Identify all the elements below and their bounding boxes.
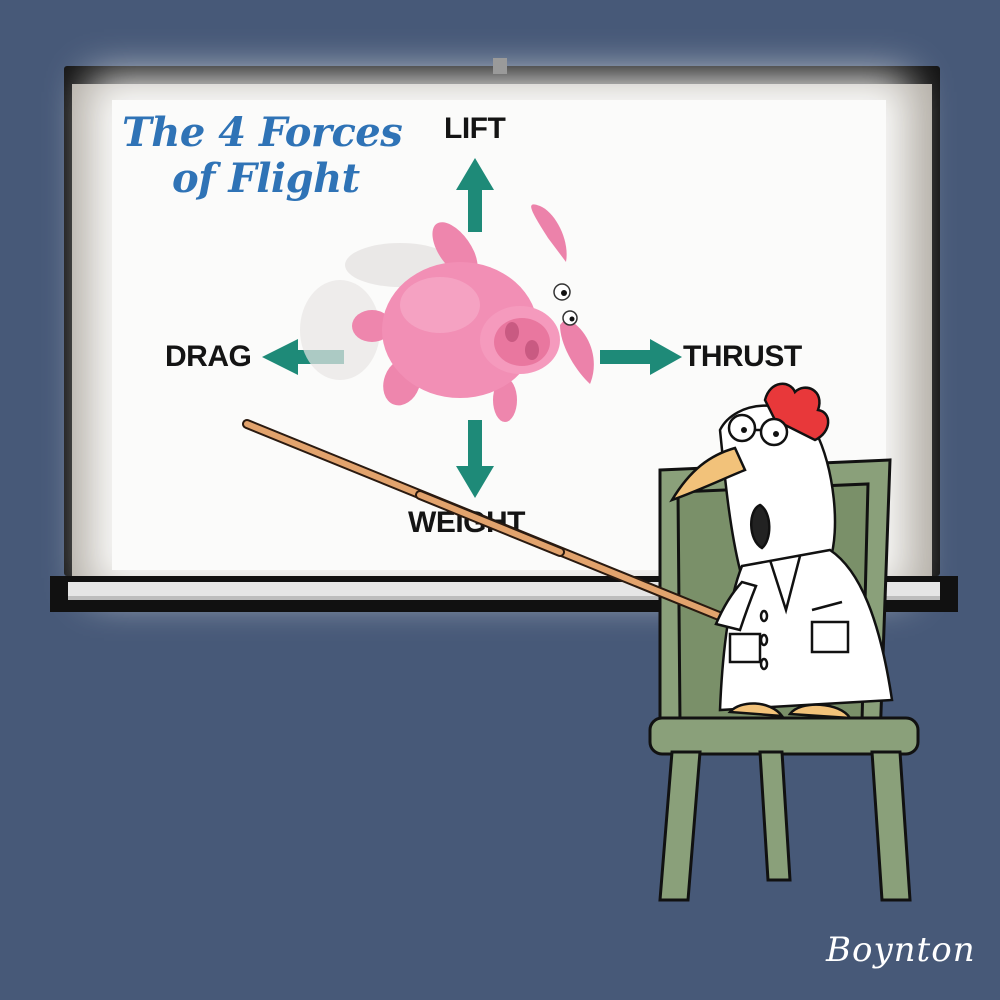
pig-icon [300,204,594,422]
lift-label: LIFT [444,112,506,145]
thrust-label: THRUST [683,340,802,373]
presentation-title: The 4 Forces of Flight [122,110,422,202]
chicken-icon [669,382,894,720]
weight-arrow-icon [456,420,494,498]
drag-label: DRAG [165,340,252,373]
screen-hook-icon [493,58,507,74]
thrust-arrow-icon [600,339,682,375]
title-line-1: The 4 Forces [122,109,403,156]
title-line-2: of Flight [172,155,360,202]
weight-label: WEIGHT [408,506,526,539]
lift-arrow-icon [456,158,494,232]
artist-signature: Boynton [826,930,976,970]
